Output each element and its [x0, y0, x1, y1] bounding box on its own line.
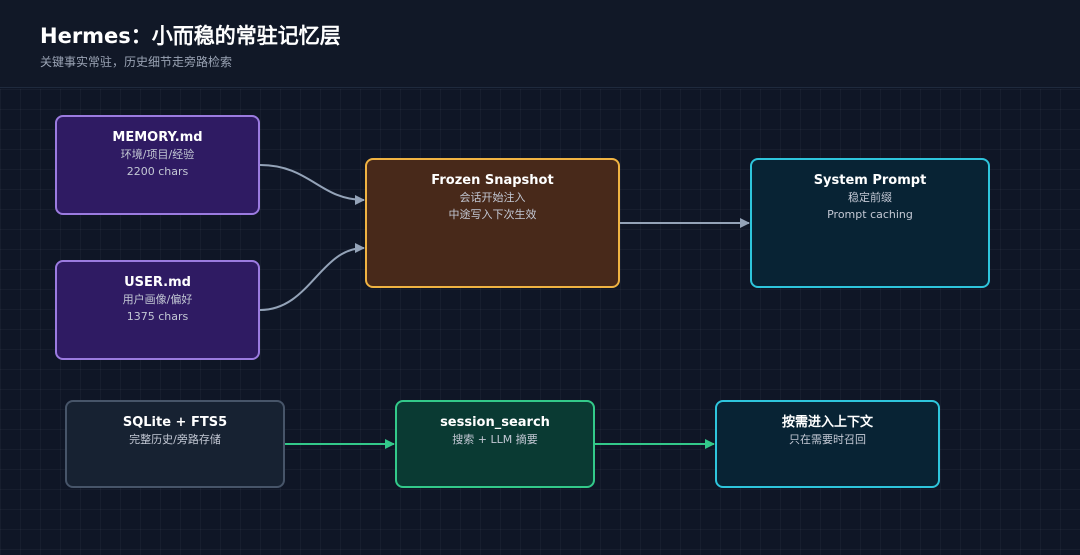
edge-memory-to-snapshot: [259, 164, 365, 205]
node-user-md: USER.md 用户画像/偏好 1375 chars: [55, 260, 260, 360]
node-session-search-title: session_search: [440, 415, 550, 430]
node-frozen-snapshot-line1: 会话开始注入: [459, 191, 526, 204]
node-frozen-snapshot: Frozen Snapshot 会话开始注入 中途写入下次生效: [365, 158, 620, 288]
node-system-prompt-line2: Prompt caching: [827, 208, 913, 221]
node-user-md-size: 1375 chars: [126, 310, 189, 323]
node-system-prompt-title: System Prompt: [813, 173, 927, 188]
node-memory-md-title: MEMORY.md: [112, 130, 203, 145]
node-system-prompt-line1: 稳定前缀: [848, 191, 892, 204]
node-frozen-snapshot-title: Frozen Snapshot: [431, 173, 554, 188]
node-sqlite-fts5-title: SQLite + FTS5: [122, 415, 228, 430]
node-session-search: session_search 搜索 + LLM 摘要: [395, 400, 595, 488]
node-memory-md-desc: 环境/项目/经验: [120, 148, 195, 161]
header: Hermes：小而稳的常驻记忆层 关键事实常驻，历史细节走旁路检索: [0, 0, 1080, 88]
node-sqlite-fts5-desc: 完整历史/旁路存储: [129, 433, 221, 446]
node-system-prompt: System Prompt 稳定前缀 Prompt caching: [750, 158, 990, 288]
node-session-search-desc: 搜索 + LLM 摘要: [452, 433, 538, 446]
node-user-md-desc: 用户画像/偏好: [122, 293, 193, 306]
node-on-demand-context-title: 按需进入上下文: [781, 415, 873, 430]
page-subtitle: 关键事实常驻，历史细节走旁路检索: [40, 55, 233, 69]
node-memory-md-size: 2200 chars: [126, 165, 189, 178]
edge-user-to-snapshot: [259, 243, 365, 311]
node-frozen-snapshot-line2: 中途写入下次生效: [448, 208, 537, 221]
node-memory-md: MEMORY.md 环境/项目/经验 2200 chars: [55, 115, 260, 215]
page-title: Hermes：小而稳的常驻记忆层: [40, 24, 341, 48]
node-on-demand-context-desc: 只在需要时召回: [789, 433, 866, 446]
node-user-md-title: USER.md: [124, 275, 191, 290]
node-sqlite-fts5: SQLite + FTS5 完整历史/旁路存储: [65, 400, 285, 488]
node-on-demand-context: 按需进入上下文 只在需要时召回: [715, 400, 940, 488]
